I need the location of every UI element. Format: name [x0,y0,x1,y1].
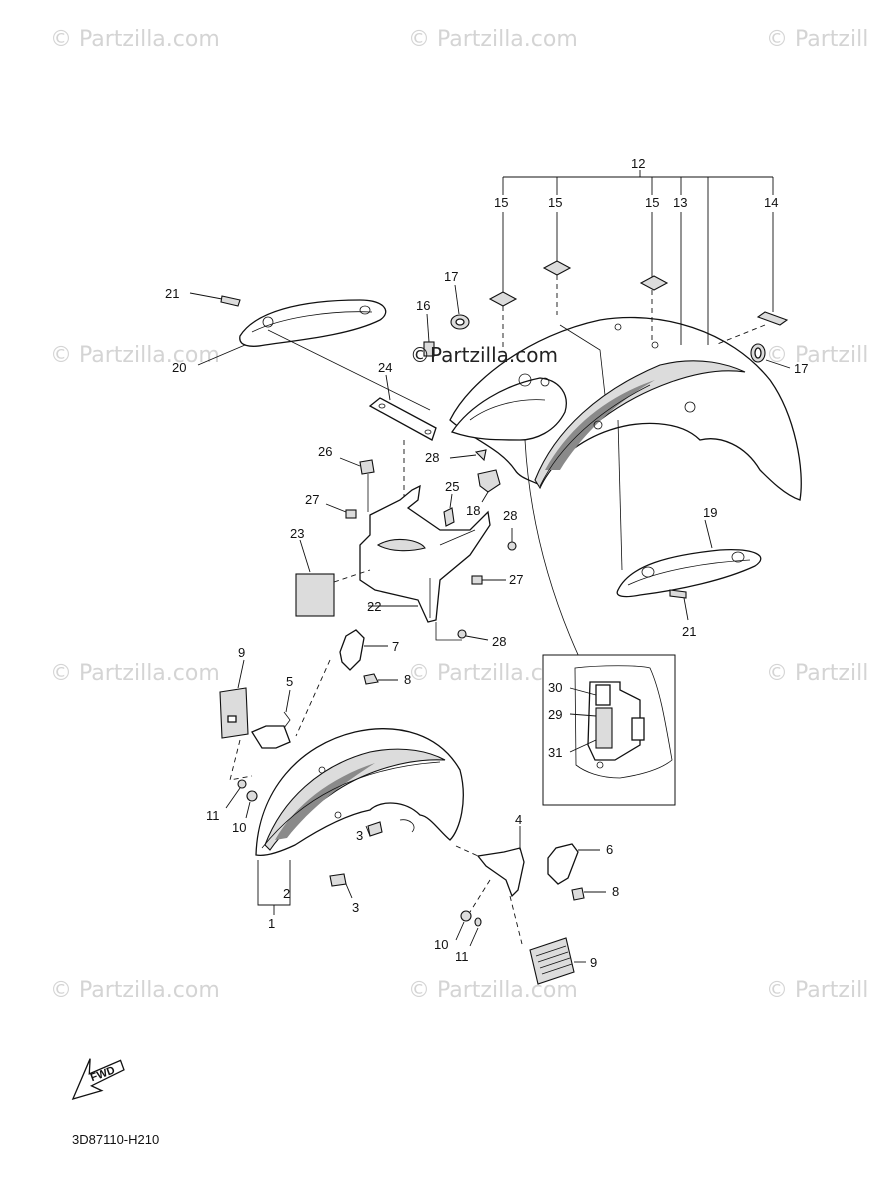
watermark: © Partzilla.com [50,978,220,1003]
callout-17: 17 [794,361,808,376]
rear-fender-callouts: 12 15 15 15 13 14 17 17 16 ©Partzilla.co… [410,156,808,376]
callout-28: 28 [492,634,506,649]
callout-2: 2 [283,886,290,901]
callout-27: 27 [305,492,319,507]
callout-6: 6 [606,842,613,857]
callout-18: 18 [466,503,480,518]
watermark: © Partzilla.com [408,27,578,52]
callout-29: 29 [548,707,562,722]
callout-7: 7 [392,639,399,654]
detail-inset: 30 29 31 [542,654,676,806]
callout-8: 8 [404,672,411,687]
watermark: © Partzilla.com [50,343,220,368]
callout-19: 19 [703,505,717,520]
callout-31: 31 [548,745,562,760]
callout-15: 15 [645,195,659,210]
callout-3: 3 [352,900,359,915]
callout-5: 5 [286,674,293,689]
fwd-arrow-icon: FWD [71,1058,125,1101]
callout-10: 10 [232,820,246,835]
callout-20: 20 [172,360,186,375]
rear-fender [449,316,802,681]
callout-11: 11 [455,949,469,964]
watermark: © Partzilla.com [766,343,869,368]
callout-17: 17 [444,269,458,284]
callout-12: 12 [631,156,645,171]
callout-4: 4 [515,812,522,827]
watermark: © Partzilla.com [408,978,578,1003]
watermark: © Partzilla.com [766,27,869,52]
callout-23: 23 [290,526,304,541]
fwd-label: FWD [89,1064,117,1084]
callout-1: 1 [268,916,275,931]
side-cover-20: 21 20 [165,286,431,411]
front-fender: 1 2 [255,728,464,931]
callout-15: 15 [548,195,562,210]
watermark: © Partzilla.com [766,978,869,1003]
callout-28: 28 [503,508,517,523]
callout-8: 8 [612,884,619,899]
callout-9: 9 [238,645,245,660]
callout-26: 26 [318,444,332,459]
callout-14: 14 [764,195,778,210]
callout-3: 3 [356,828,363,843]
front-left-hardware: 9 5 7 8 11 10 3 3 [206,629,411,915]
callout-21: 21 [682,624,696,639]
callout-9: 9 [590,955,597,970]
diagram-code: 3D87110-H210 [72,1132,160,1147]
callout-10: 10 [434,937,448,952]
callout-27: 27 [509,572,523,587]
callout-21: 21 [165,286,179,301]
callout-30: 30 [548,680,562,695]
center-watermark: ©Partzilla.com [410,343,558,367]
callout-24: 24 [378,360,392,375]
watermark-layer: © Partzilla.com © Partzilla.com © Partzi… [50,27,869,1003]
side-cover-19: 19 21 [616,419,762,639]
watermark: © Partzilla.com [50,661,220,686]
callout-16: 16 [416,298,430,313]
callout-13: 13 [673,195,687,210]
callout-25: 25 [445,479,459,494]
callout-11: 11 [206,808,220,823]
callout-28: 28 [425,450,439,465]
watermark: © Partzilla.com [766,661,869,686]
callout-22: 22 [367,599,381,614]
front-right-hardware: 4 6 8 10 11 9 [434,812,619,985]
callout-15: 15 [494,195,508,210]
license-bracket-assembly: 24 22 23 26 27 25 18 28 [290,360,523,649]
watermark: © Partzilla.com [50,27,220,52]
